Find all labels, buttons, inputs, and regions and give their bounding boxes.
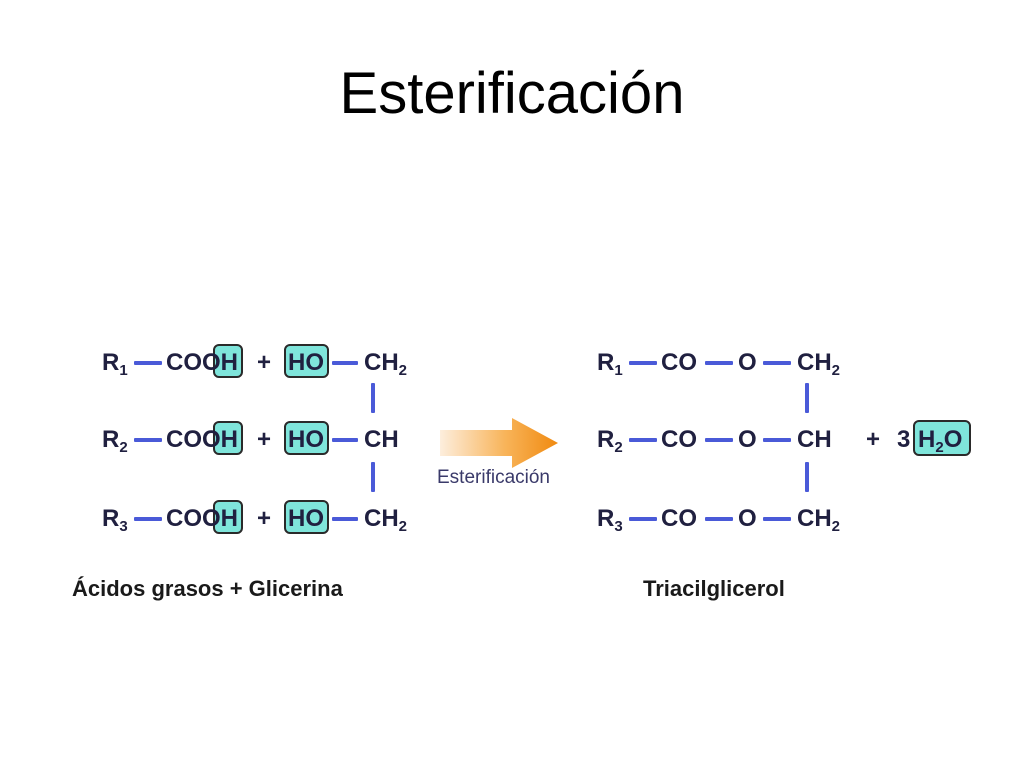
r-subscript: 1 [614, 362, 623, 379]
vertical-bond [371, 462, 375, 492]
acid-h-text: H [220, 349, 239, 376]
r1-group: R1 [102, 349, 128, 379]
bond [629, 361, 657, 365]
bond [705, 438, 733, 442]
bond [763, 438, 791, 442]
bond [629, 517, 657, 521]
carbon-text: CH [797, 505, 832, 532]
carbon-text: CH [364, 505, 399, 532]
bond [332, 517, 358, 521]
bond [134, 517, 162, 521]
acid-cooh: COOH [166, 349, 238, 377]
acid-coo-text: COO [166, 505, 221, 532]
r-symbol: R [597, 505, 615, 532]
glycerol-ch: CH [364, 426, 399, 454]
carbonyl-co: CO [661, 349, 697, 376]
plus-sign: + [257, 349, 272, 376]
water-highlight [913, 420, 971, 456]
slide-title: Esterificación [339, 61, 685, 126]
carbon-text: CH [364, 349, 399, 376]
carbonyl-co: CO [661, 505, 697, 532]
r-symbol: R [597, 349, 615, 376]
carbon-subscript: 2 [398, 518, 408, 535]
ester-oxygen: O [738, 426, 757, 453]
carbon-subscript: 2 [831, 362, 841, 379]
glycerol-ch2: CH2 [797, 349, 841, 379]
r-subscript: 3 [614, 518, 623, 535]
r-symbol: R [102, 426, 120, 453]
reaction-arrow-label: Esterificación [437, 467, 550, 488]
ho-highlight [284, 421, 329, 455]
bond [763, 361, 791, 365]
carbon-subscript: 2 [831, 518, 841, 535]
acid-h-text: H [220, 426, 239, 453]
reactants-caption: Ácidos grasos + Glicerina [72, 576, 343, 601]
carbon-text: CH [797, 426, 832, 453]
bond [134, 438, 162, 442]
water-o-text: O [943, 426, 963, 453]
r2-group: R2 [102, 426, 128, 456]
carbonyl-co: CO [661, 426, 697, 453]
product-r3-group: R3 [597, 505, 623, 535]
water-h-text: H [918, 426, 936, 453]
plus-sign: + [257, 505, 272, 532]
r-subscript: 2 [614, 439, 623, 456]
r-symbol: R [102, 505, 120, 532]
acid-h-text: H [220, 505, 239, 532]
ester-oxygen: O [738, 349, 757, 376]
r-subscript: 2 [119, 439, 128, 456]
glycerol-ch2: CH2 [364, 505, 408, 535]
glycerol-ch: CH [797, 426, 832, 454]
water-subscript: 2 [935, 439, 944, 456]
carbon-text: CH [364, 426, 399, 453]
bond [763, 517, 791, 521]
acid-coo-text: COO [166, 426, 221, 453]
r-symbol: R [597, 426, 615, 453]
vertical-bond [805, 462, 809, 492]
water-coefficient: 3 [897, 426, 911, 453]
ho-highlight [284, 500, 329, 534]
ho-highlight [284, 344, 329, 378]
bond [705, 517, 733, 521]
r-symbol: R [102, 349, 120, 376]
bond [332, 361, 358, 365]
r3-group: R3 [102, 505, 128, 535]
acid-coo-text: COO [166, 349, 221, 376]
carbon-text: CH [797, 349, 832, 376]
product-r2-group: R2 [597, 426, 623, 456]
acid-h-highlight [213, 344, 243, 378]
product-r1-group: R1 [597, 349, 623, 379]
glycerol-ho: HO [288, 426, 324, 453]
glycerol-ch2: CH2 [364, 349, 408, 379]
bond [629, 438, 657, 442]
bond [134, 361, 162, 365]
carbon-subscript: 2 [398, 362, 408, 379]
acid-h-highlight [213, 500, 243, 534]
glycerol-ch2: CH2 [797, 505, 841, 535]
vertical-bond [371, 383, 375, 413]
reaction-arrow-icon [440, 418, 558, 468]
products-caption: Triacilglicerol [643, 576, 785, 601]
r-subscript: 1 [119, 362, 128, 379]
acid-cooh: COOH [166, 426, 238, 454]
water-molecule: H2O [918, 426, 963, 456]
glycerol-ho: HO [288, 349, 324, 376]
bond [332, 438, 358, 442]
ester-oxygen: O [738, 505, 757, 532]
glycerol-ho: HO [288, 505, 324, 532]
plus-sign: + [257, 426, 272, 453]
r-subscript: 3 [119, 518, 128, 535]
acid-cooh: COOH [166, 505, 238, 533]
acid-h-highlight [213, 421, 243, 455]
bond [705, 361, 733, 365]
vertical-bond [805, 383, 809, 413]
plus-sign: + [866, 426, 881, 453]
